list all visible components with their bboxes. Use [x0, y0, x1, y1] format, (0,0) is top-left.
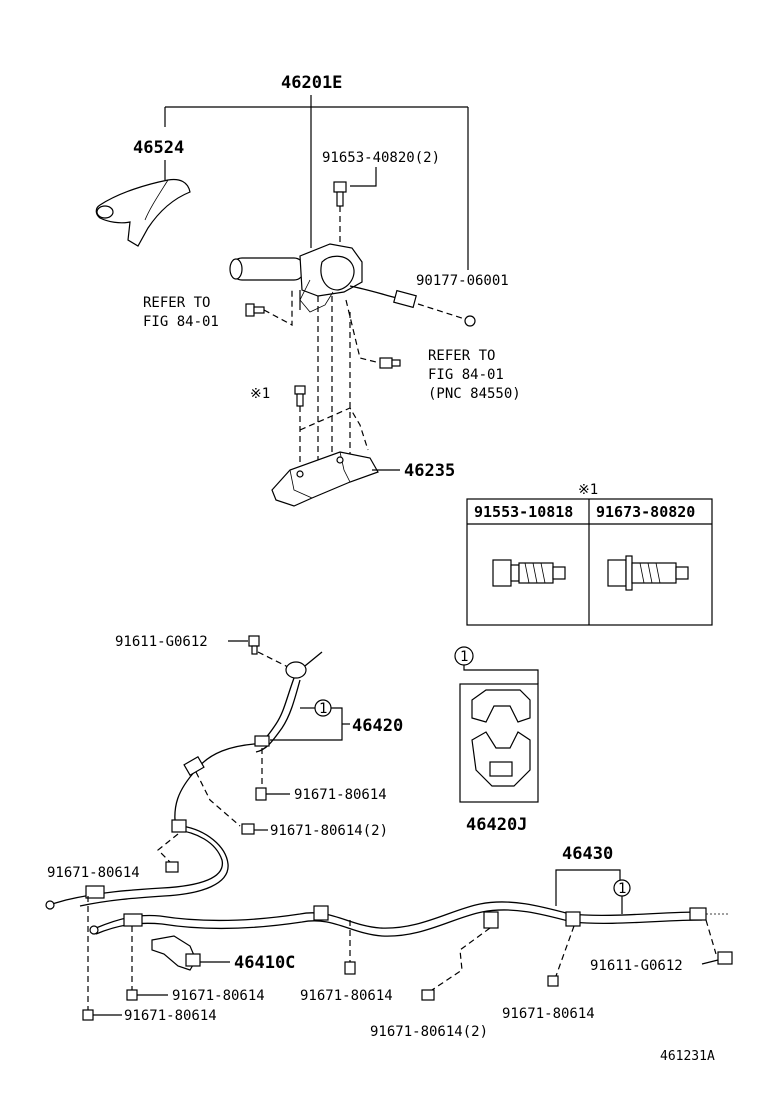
bracket-part [271, 451, 379, 507]
figure-code: 461231A [660, 1049, 715, 1064]
label-clamp-set: 46420J [466, 815, 527, 835]
bolt-front-cable-part [248, 635, 260, 655]
bolt-c-part [165, 861, 179, 873]
nut-right-part [464, 315, 476, 327]
lever-cover-part [95, 178, 191, 247]
bolt-b-part [241, 823, 255, 835]
bolt-e-part [82, 1009, 94, 1021]
label-bolt-a: 91671-80614 [294, 787, 387, 803]
table-col-2: 91673-80820 [596, 503, 695, 521]
clamp-marker-rear-text: 1 [618, 881, 626, 897]
bolt-refer-left-part [245, 303, 265, 317]
label-bolt-c: 91671-80614 [47, 865, 140, 881]
label-bolt-rear: 91611-G0612 [590, 958, 683, 974]
label-front-cable: 46420 [352, 716, 403, 736]
label-assembly: 46201E [281, 73, 342, 93]
label-bolt-b: 91671-80614(2) [270, 823, 388, 839]
label-nut-right: 90177-06001 [416, 273, 509, 289]
label-refer-left-2: FIG 84-01 [143, 314, 219, 330]
bolt-g-part [421, 989, 435, 1001]
bolt-top-part [333, 181, 347, 207]
front-cable-part [45, 651, 323, 910]
label-bolt-e: 91671-80614 [124, 1008, 217, 1024]
label-bolt-h: 91671-80614 [502, 1006, 595, 1022]
bolt-washer-part [607, 555, 689, 591]
clamp-set-box [459, 683, 539, 803]
label-bolt-front-cable: 91611-G0612 [115, 634, 208, 650]
bolt-f-part [344, 961, 356, 975]
bolt-d-part [126, 989, 138, 1001]
bolt-h-part [547, 975, 559, 987]
bolt-flange-part [492, 559, 566, 587]
rear-cable-part [89, 901, 730, 937]
clip-refer-right-part [379, 357, 401, 369]
label-guide: 46410C [234, 953, 295, 973]
label-refer-right-1: REFER TO [428, 348, 495, 364]
parking-lever-part [229, 243, 417, 313]
table-col-1: 91553-10818 [474, 503, 573, 521]
clamp-marker-front-text: 1 [319, 701, 327, 717]
label-refer-right-3: (PNC 84550) [428, 386, 521, 402]
label-bolt-d: 91671-80614 [172, 988, 265, 1004]
label-note-mark: ※1 [250, 386, 270, 402]
table-title: ※1 [578, 482, 598, 498]
bolt-spec-table [466, 498, 713, 626]
bolt-a-part [255, 787, 267, 801]
bolt-note-part [294, 385, 306, 407]
label-bolt-g: 91671-80614(2) [370, 1024, 488, 1040]
label-bracket: 46235 [404, 461, 455, 481]
clamp-set-part [471, 689, 531, 787]
label-bolt-top: 91653-40820(2) [322, 150, 440, 166]
guide-part [151, 935, 201, 971]
label-rear-cable: 46430 [562, 844, 613, 864]
bolt-rear-part [717, 951, 733, 965]
label-refer-right-2: FIG 84-01 [428, 367, 504, 383]
label-refer-left-1: REFER TO [143, 295, 210, 311]
label-bolt-f: 91671-80614 [300, 988, 393, 1004]
clamp-marker-set-text: 1 [460, 649, 468, 665]
label-lever-cover: 46524 [133, 138, 184, 158]
assembly-leader [164, 95, 469, 270]
